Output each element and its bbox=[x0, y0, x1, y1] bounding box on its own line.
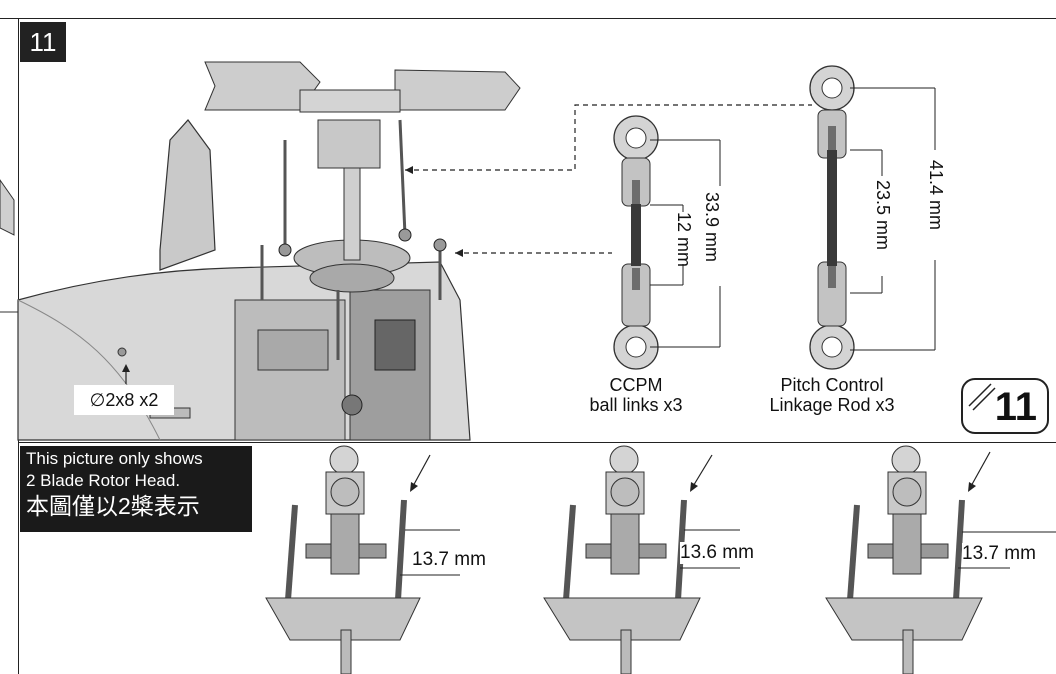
ccpm-inner-length: 12 mm bbox=[674, 212, 694, 267]
note-line-3: 本圖僅以2槳表示 bbox=[26, 493, 200, 519]
ccpm-label-line1: CCPM bbox=[609, 375, 663, 395]
ccpm-total-length: 33.9 mm bbox=[702, 192, 722, 262]
ccpm-label: CCPM ball links x3 bbox=[576, 375, 696, 415]
pitch-rod-label: Pitch Control Linkage Rod x3 bbox=[752, 375, 912, 415]
section-divider bbox=[18, 442, 1056, 443]
step-badge-large: 11 bbox=[961, 378, 1049, 434]
measurement-1: 13.7 mm bbox=[412, 549, 486, 571]
note-line-2: 2 Blade Rotor Head. bbox=[26, 471, 181, 490]
note-line-1: This picture only shows bbox=[26, 449, 203, 468]
tail-fin bbox=[159, 119, 216, 271]
pitch-inner-length: 23.5 mm bbox=[873, 180, 893, 250]
offpage-part bbox=[0, 179, 15, 236]
screw-spec-label: ∅2x8 x2 bbox=[74, 385, 174, 415]
rotor-head-2 bbox=[543, 445, 740, 674]
measurement-2: 13.6 mm bbox=[680, 542, 754, 564]
pitch-rod-label-line1: Pitch Control bbox=[780, 375, 884, 395]
ccpm-label-line2: ball links x3 bbox=[589, 395, 683, 415]
top-border bbox=[0, 18, 1056, 19]
blade-grip-right bbox=[394, 69, 521, 111]
pitch-rod-label-line2: Linkage Rod x3 bbox=[769, 395, 895, 415]
pitch-control-rod bbox=[809, 65, 855, 370]
step-badge-large-number: 11 bbox=[994, 385, 1037, 429]
rotor-hub bbox=[317, 119, 381, 169]
measurement-3: 13.7 mm bbox=[962, 543, 1036, 565]
step-number-badge: 11 bbox=[20, 22, 66, 62]
pitch-total-length: 41.4 mm bbox=[926, 160, 946, 230]
ccpm-ball-link bbox=[613, 115, 659, 370]
rotor-head-1 bbox=[265, 445, 460, 674]
note-box: This picture only shows 2 Blade Rotor He… bbox=[20, 446, 252, 532]
rotor-head-3 bbox=[825, 445, 1056, 674]
